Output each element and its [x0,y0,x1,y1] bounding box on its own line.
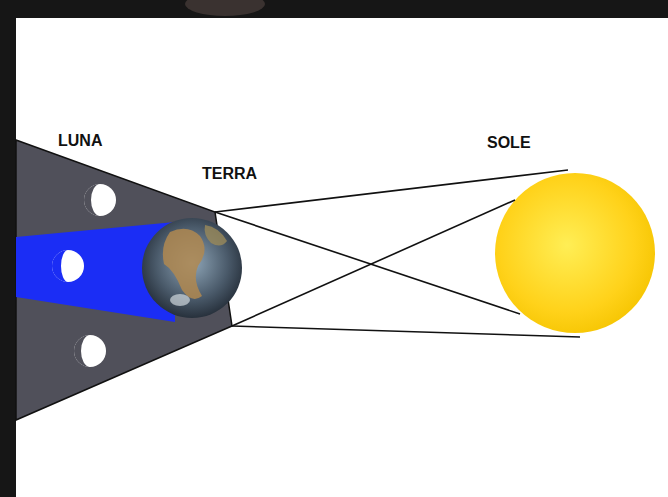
earth-label: TERRA [202,166,257,182]
sun-label: SOLE [487,135,531,151]
sun [495,173,655,333]
earth [142,218,242,318]
top-frame [0,0,668,18]
frame-blob [185,0,265,16]
moon-label: LUNA [58,133,102,149]
left-frame [0,0,16,497]
moon-positions [52,184,116,367]
ray-lines [215,170,580,337]
